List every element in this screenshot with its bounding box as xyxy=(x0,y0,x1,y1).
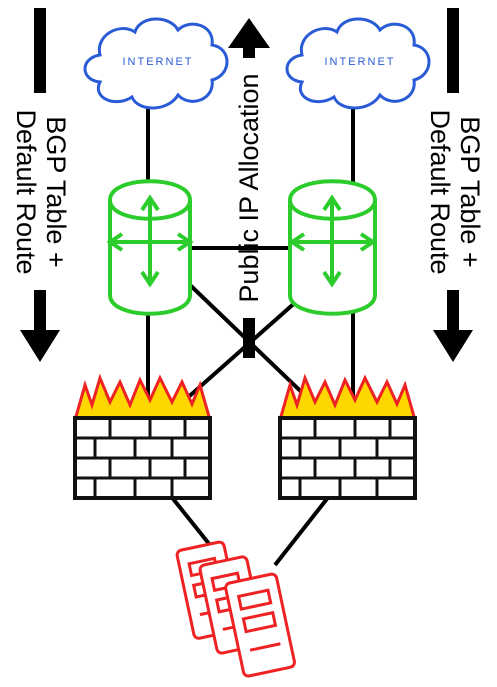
arrow-down-right-icon xyxy=(433,8,473,362)
firewall-left-icon xyxy=(73,373,212,500)
bgp-right-line1: BGP Table + xyxy=(455,116,485,268)
bgp-left-line2: Default Route xyxy=(11,109,41,275)
bgp-right-label: BGP Table + Default Route xyxy=(425,109,485,274)
arrow-down-left-icon xyxy=(20,8,60,362)
link-firewall-right-server xyxy=(273,493,332,567)
firewall-right-icon xyxy=(278,373,417,500)
server-3 xyxy=(224,572,296,678)
cloud-right-label: INTERNET xyxy=(324,56,396,68)
router-left-icon xyxy=(106,179,194,316)
public-ip-label: Public IP Allocation xyxy=(234,73,264,303)
internet-cloud-right-icon xyxy=(285,17,431,110)
router-right-icon xyxy=(288,179,377,316)
server-stack-icon xyxy=(175,540,296,678)
internet-cloud-left-icon xyxy=(83,17,229,110)
bgp-left-label: BGP Table + Default Route xyxy=(11,109,71,274)
cloud-left-label: INTERNET xyxy=(122,56,194,68)
arrow-up-center-icon xyxy=(228,18,270,358)
link-firewall-left-server xyxy=(168,493,212,547)
bgp-left-line1: BGP Table + xyxy=(41,116,71,268)
bgp-right-line2: Default Route xyxy=(425,109,455,275)
